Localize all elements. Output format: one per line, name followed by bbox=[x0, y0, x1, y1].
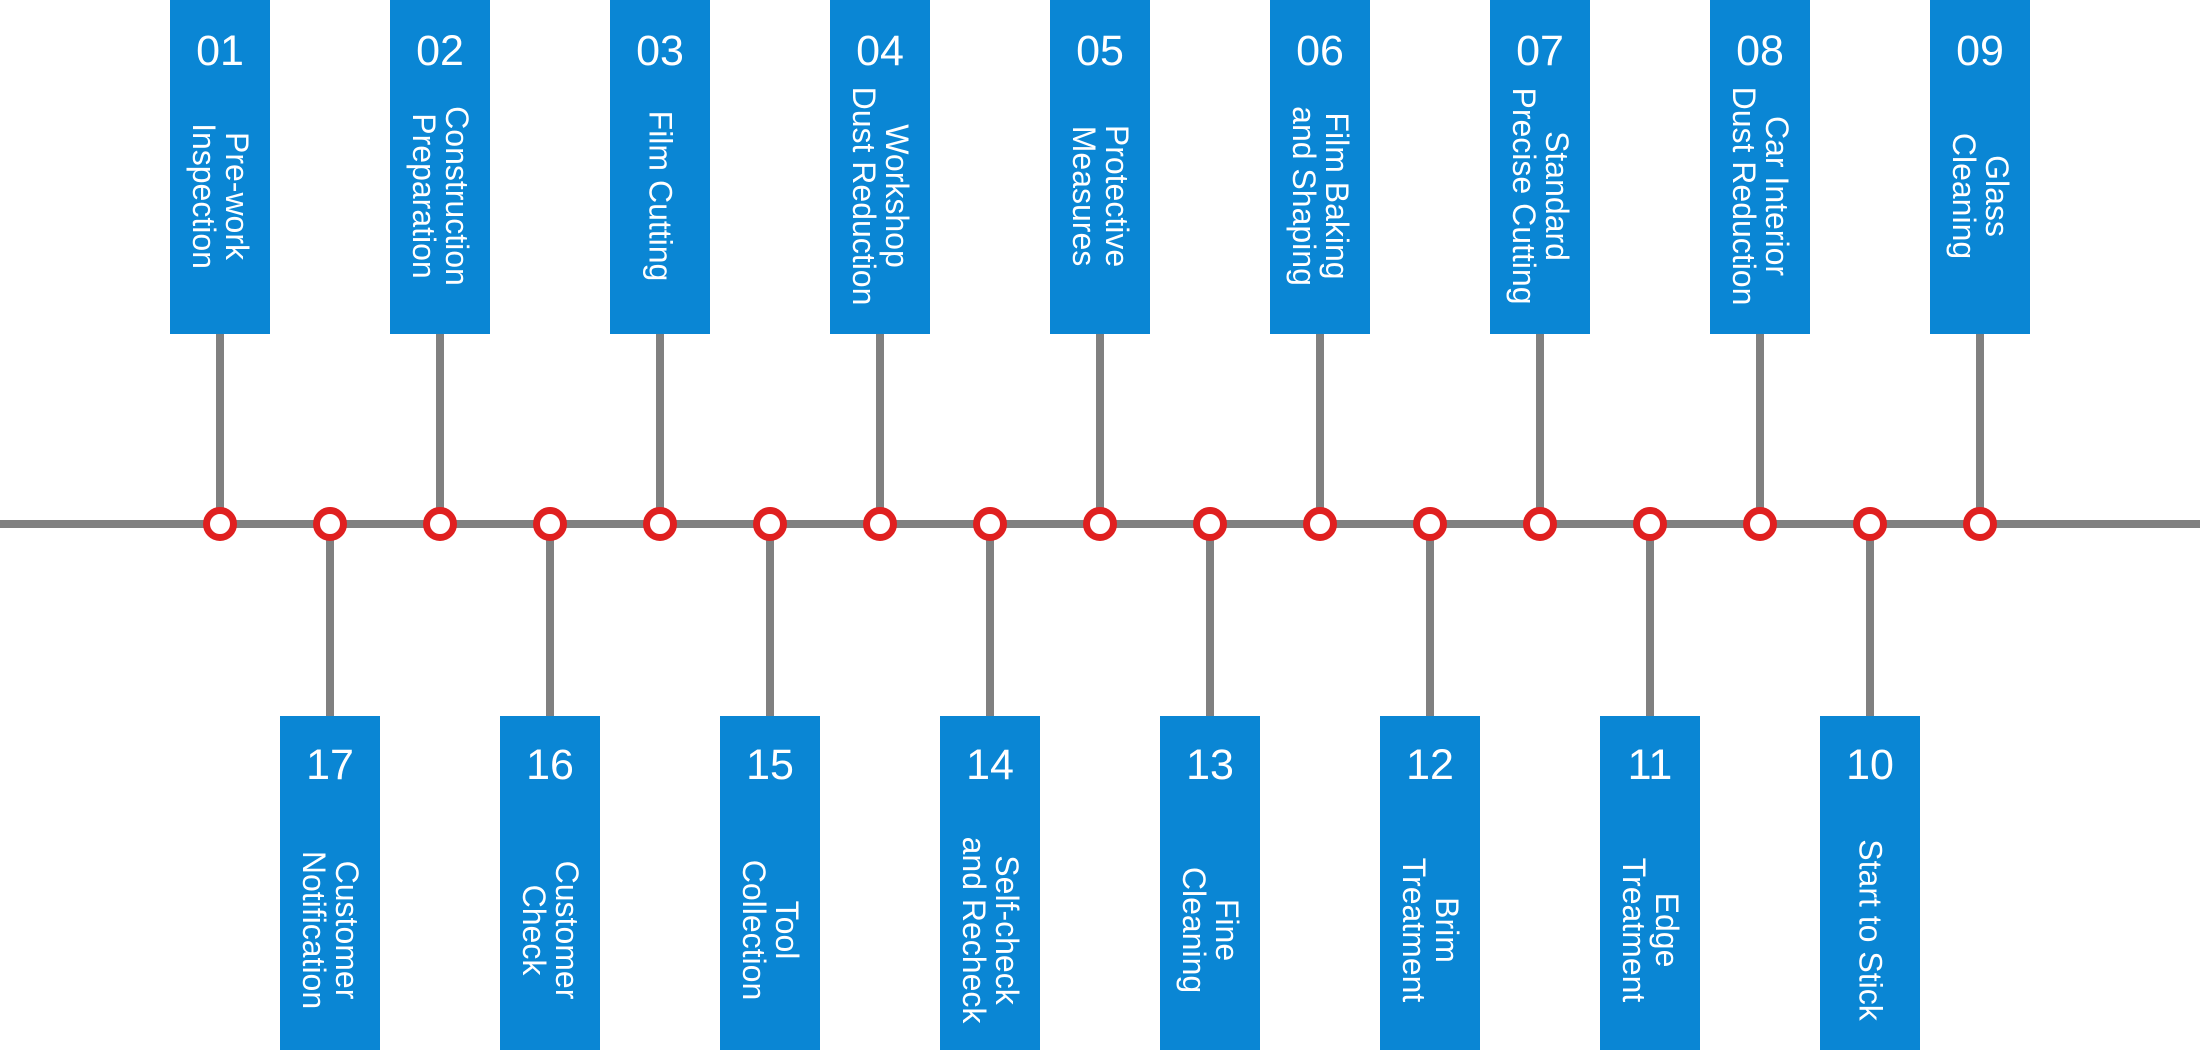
step-connector bbox=[1426, 524, 1434, 716]
step-label: Tool Collection bbox=[736, 859, 805, 1001]
step-connector bbox=[1206, 524, 1214, 716]
timeline-node bbox=[1193, 507, 1227, 541]
step-number: 06 bbox=[1296, 27, 1344, 75]
step-label: Film Baking and Shaping bbox=[1286, 106, 1355, 286]
timeline-node bbox=[1413, 507, 1447, 541]
step-connector bbox=[326, 524, 334, 716]
step-connector bbox=[1316, 334, 1324, 524]
timeline-node bbox=[1523, 507, 1557, 541]
step-label: Standard Precise Cutting bbox=[1506, 87, 1575, 305]
step-label: Construction Preparation bbox=[406, 106, 475, 286]
timeline-node bbox=[1083, 507, 1117, 541]
step-label: Protective Measures bbox=[1066, 124, 1135, 268]
step-number: 13 bbox=[1186, 741, 1234, 789]
timeline-node bbox=[533, 507, 567, 541]
step-number: 14 bbox=[966, 741, 1014, 789]
timeline-node bbox=[1853, 507, 1887, 541]
step-number: 07 bbox=[1516, 27, 1564, 75]
step-number: 15 bbox=[746, 741, 794, 789]
step-label: Film Cutting bbox=[642, 110, 679, 282]
timeline-node bbox=[1633, 507, 1667, 541]
step-number: 04 bbox=[856, 27, 904, 75]
step-number: 10 bbox=[1846, 741, 1894, 789]
step-number: 01 bbox=[196, 27, 244, 75]
step-connector bbox=[546, 524, 554, 716]
step-number: 02 bbox=[416, 27, 464, 75]
step-connector bbox=[1096, 334, 1104, 524]
step-connector bbox=[216, 334, 224, 524]
timeline-node bbox=[423, 507, 457, 541]
step-label: Edge Treatment bbox=[1616, 857, 1685, 1003]
step-label: Start to Stick bbox=[1852, 839, 1889, 1021]
step-label: Brim Treatment bbox=[1396, 857, 1465, 1003]
step-label: Self-check and Recheck bbox=[956, 836, 1025, 1024]
step-label: Pre-work Inspection bbox=[186, 123, 255, 269]
step-number: 17 bbox=[306, 741, 354, 789]
timeline-node bbox=[313, 507, 347, 541]
step-number: 08 bbox=[1736, 27, 1784, 75]
step-connector bbox=[986, 524, 994, 716]
step-connector bbox=[1866, 524, 1874, 716]
step-number: 11 bbox=[1627, 741, 1673, 789]
step-label: Workshop Dust Reduction bbox=[846, 86, 915, 306]
step-label: Customer Notification bbox=[296, 850, 365, 1010]
step-connector bbox=[656, 334, 664, 524]
timeline-node bbox=[1743, 507, 1777, 541]
step-number: 12 bbox=[1406, 741, 1454, 789]
step-connector bbox=[1536, 334, 1544, 524]
timeline-node bbox=[643, 507, 677, 541]
timeline-node bbox=[1963, 507, 1997, 541]
timeline-node bbox=[863, 507, 897, 541]
step-label: Car Interior Dust Reduction bbox=[1726, 86, 1795, 306]
step-number: 16 bbox=[526, 741, 574, 789]
step-connector bbox=[1976, 334, 1984, 524]
step-label: Customer Check bbox=[516, 860, 585, 1000]
timeline-node bbox=[973, 507, 1007, 541]
step-connector bbox=[1646, 524, 1654, 716]
timeline-node bbox=[753, 507, 787, 541]
timeline-node bbox=[203, 507, 237, 541]
step-number: 03 bbox=[636, 27, 684, 75]
step-label: Glass Cleaning bbox=[1946, 132, 2015, 260]
step-label: Fine Cleaning bbox=[1176, 866, 1245, 994]
step-number: 09 bbox=[1956, 27, 2004, 75]
step-connector bbox=[876, 334, 884, 524]
step-number: 05 bbox=[1076, 27, 1124, 75]
step-connector bbox=[436, 334, 444, 524]
timeline-node bbox=[1303, 507, 1337, 541]
step-connector bbox=[1756, 334, 1764, 524]
step-connector bbox=[766, 524, 774, 716]
